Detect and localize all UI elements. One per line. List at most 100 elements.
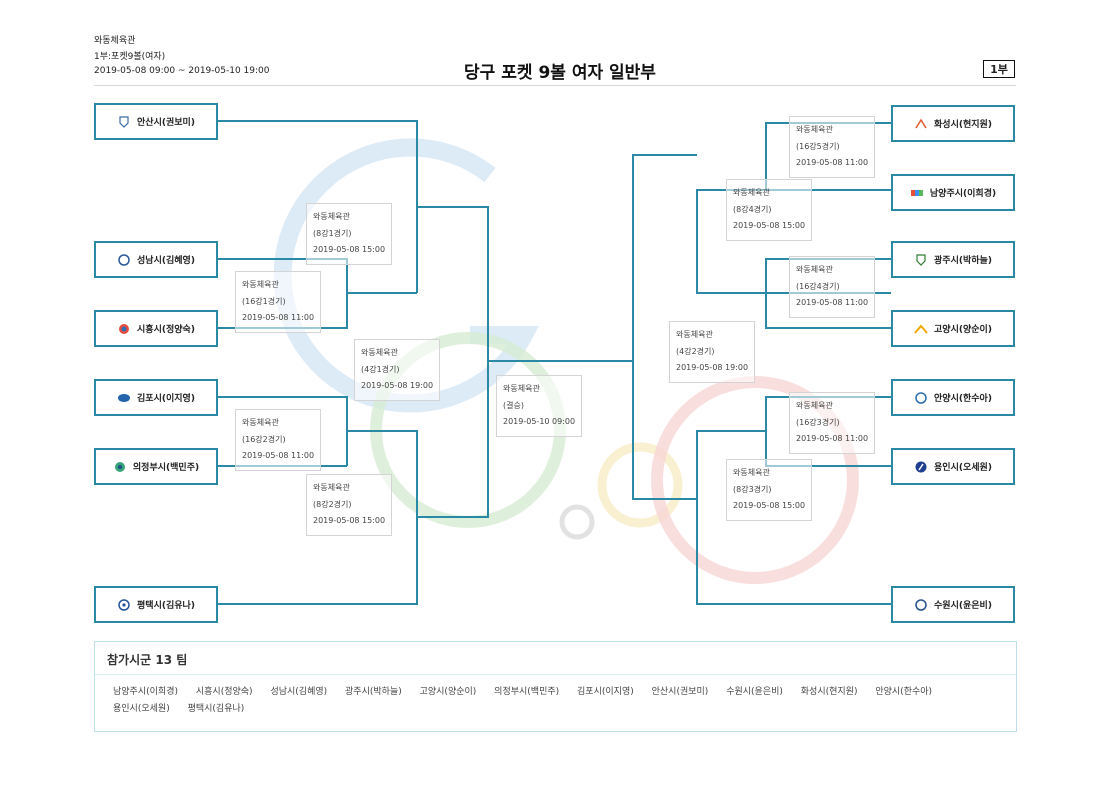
match-time: 2019-05-08 15:00 xyxy=(313,516,386,525)
participants-divider xyxy=(95,674,1016,675)
city-emblem-icon xyxy=(117,253,131,266)
division-badge: 1부 xyxy=(983,60,1015,78)
match-venue: 와동체육관 xyxy=(242,418,279,427)
team-suwon[interactable]: 수원시(윤은비) xyxy=(891,586,1015,623)
match-round: (결승) xyxy=(503,400,524,410)
team-name: 의정부시(백민주) xyxy=(132,463,200,473)
participants-title: 참가시군 13 팀 xyxy=(107,653,188,667)
team-siheung[interactable]: 시흥시(정양숙) xyxy=(94,310,218,347)
participant-name: 수원시(윤은비) xyxy=(726,687,783,697)
match-time: 2019-05-08 15:00 xyxy=(733,501,806,510)
participant-name: 고양시(양순이) xyxy=(419,687,477,697)
participant-name: 안산시(권보미) xyxy=(651,687,709,697)
participant-name: 시흥시(정양숙) xyxy=(195,687,253,697)
team-seongnam[interactable]: 성남시(김혜영) xyxy=(94,241,218,278)
match-round: (8강2경기) xyxy=(313,499,352,509)
match-round: (16강2경기) xyxy=(242,434,286,444)
team-hwaseong[interactable]: 화성시(현지원) xyxy=(891,105,1015,142)
team-gimpo[interactable]: 김포시(이지영) xyxy=(94,379,218,416)
match-card-r16-5[interactable]: 와동체육관 (16강5경기) 2019-05-08 11:00 xyxy=(789,116,875,178)
team-goyang[interactable]: 고양시(양순이) xyxy=(891,310,1015,347)
city-emblem-icon xyxy=(113,461,127,473)
match-venue: 와동체육관 xyxy=(503,384,540,393)
match-venue: 와동체육관 xyxy=(676,330,713,339)
team-gwangju[interactable]: 광주시(박하늘) xyxy=(891,241,1015,278)
team-pyeongtaek[interactable]: 평택시(김유나) xyxy=(94,586,218,623)
participant-name: 성남시(김혜영) xyxy=(270,687,328,697)
match-round: (8강3경기) xyxy=(733,484,772,494)
venue-label: 와동체육관 xyxy=(94,36,136,46)
team-ansan[interactable]: 안산시(권보미) xyxy=(94,103,218,140)
participant-name: 안양시(한수아) xyxy=(875,687,933,697)
match-time: 2019-05-08 11:00 xyxy=(796,434,869,443)
match-round: (4강2경기) xyxy=(676,346,715,356)
team-name: 남양주시(이희경) xyxy=(929,189,997,199)
city-emblem-icon xyxy=(117,323,131,335)
team-name: 시흥시(정양숙) xyxy=(137,325,195,335)
header-divider xyxy=(94,85,1016,86)
match-venue: 와동체육관 xyxy=(242,280,279,289)
match-round: (16강4경기) xyxy=(796,281,840,291)
match-time: 2019-05-08 11:00 xyxy=(242,313,315,322)
participant-name: 김포시(이지영) xyxy=(577,687,634,697)
match-time: 2019-05-08 15:00 xyxy=(733,221,806,230)
team-anyang[interactable]: 안양시(한수아) xyxy=(891,379,1015,416)
team-namyangju[interactable]: 남양주시(이희경) xyxy=(891,174,1015,211)
match-card-final[interactable]: 와동체육관 (결승) 2019-05-10 09:00 xyxy=(496,375,582,437)
team-name: 고양시(양순이) xyxy=(934,325,992,335)
match-time: 2019-05-08 11:00 xyxy=(796,158,869,167)
match-time: 2019-05-08 19:00 xyxy=(361,381,434,390)
team-name: 평택시(김유나) xyxy=(137,601,195,611)
team-uijeongbu[interactable]: 의정부시(백민주) xyxy=(94,448,218,485)
match-card-qf1[interactable]: 와동체육관 (8강1경기) 2019-05-08 15:00 xyxy=(306,203,392,265)
city-emblem-icon xyxy=(914,598,928,611)
match-time: 2019-05-08 11:00 xyxy=(242,451,315,460)
division-event-label: 1부:포켓9볼(여자) xyxy=(94,52,166,62)
team-yongin[interactable]: 용인시(오세원) xyxy=(891,448,1015,485)
match-card-qf2[interactable]: 와동체육관 (8강2경기) 2019-05-08 15:00 xyxy=(306,474,392,536)
match-round: (16강5경기) xyxy=(796,141,840,151)
participant-name: 광주시(박하늘) xyxy=(345,687,402,697)
city-emblem-icon xyxy=(914,118,928,130)
city-emblem-icon xyxy=(914,461,928,473)
city-emblem-icon xyxy=(914,253,928,266)
match-venue: 와동체육관 xyxy=(796,401,833,410)
city-emblem-icon xyxy=(914,323,928,335)
match-time: 2019-05-08 11:00 xyxy=(796,298,869,307)
participant-name: 평택시(김유나) xyxy=(187,704,245,714)
match-card-sf2[interactable]: 와동체육관 (4강2경기) 2019-05-08 19:00 xyxy=(669,321,755,383)
match-card-r16-4[interactable]: 와동체육관 (16강4경기) 2019-05-08 11:00 xyxy=(789,256,875,318)
participants-list: 남양주시(이희경) 시흥시(정양숙) 성남시(김혜영) 광주시(박하늘) 고양시… xyxy=(113,684,1003,718)
city-emblem-icon xyxy=(914,391,928,404)
match-venue: 와동체육관 xyxy=(796,125,833,134)
match-round: (8강1경기) xyxy=(313,228,352,238)
participant-name: 의정부시(백민주) xyxy=(494,687,560,697)
participant-name: 남양주시(이희경) xyxy=(113,687,178,697)
city-emblem-icon xyxy=(910,187,924,199)
team-name: 화성시(현지원) xyxy=(934,120,992,130)
participant-name: 화성시(현지원) xyxy=(800,687,858,697)
match-venue: 와동체육관 xyxy=(733,188,770,197)
match-venue: 와동체육관 xyxy=(361,348,398,357)
team-name: 성남시(김혜영) xyxy=(137,256,195,266)
participants-panel: 참가시군 13 팀 남양주시(이희경) 시흥시(정양숙) 성남시(김혜영) 광주… xyxy=(94,641,1017,732)
match-venue: 와동체육관 xyxy=(733,468,770,477)
match-card-r16-1[interactable]: 와동체육관 (16강1경기) 2019-05-08 11:00 xyxy=(235,271,321,333)
match-card-r16-3[interactable]: 와동체육관 (16강3경기) 2019-05-08 11:00 xyxy=(789,392,875,454)
team-name: 김포시(이지영) xyxy=(137,394,195,404)
match-round: (8강4경기) xyxy=(733,204,772,214)
match-round: (16강1경기) xyxy=(242,296,286,306)
period-label: 2019-05-08 09:00 ~ 2019-05-10 19:00 xyxy=(94,66,270,76)
match-round: (4강1경기) xyxy=(361,364,400,374)
city-emblem-icon xyxy=(117,115,131,128)
city-emblem-icon xyxy=(117,392,131,404)
match-card-sf1[interactable]: 와동체육관 (4강1경기) 2019-05-08 19:00 xyxy=(354,339,440,401)
match-venue: 와동체육관 xyxy=(796,265,833,274)
match-card-r16-2[interactable]: 와동체육관 (16강2경기) 2019-05-08 11:00 xyxy=(235,409,321,471)
team-name: 용인시(오세원) xyxy=(934,463,992,473)
match-card-qf3[interactable]: 와동체육관 (8강3경기) 2019-05-08 15:00 xyxy=(726,459,812,521)
match-venue: 와동체육관 xyxy=(313,483,350,492)
team-name: 안양시(한수아) xyxy=(934,394,992,404)
city-emblem-icon xyxy=(117,598,131,611)
match-card-qf4[interactable]: 와동체육관 (8강4경기) 2019-05-08 15:00 xyxy=(726,179,812,241)
